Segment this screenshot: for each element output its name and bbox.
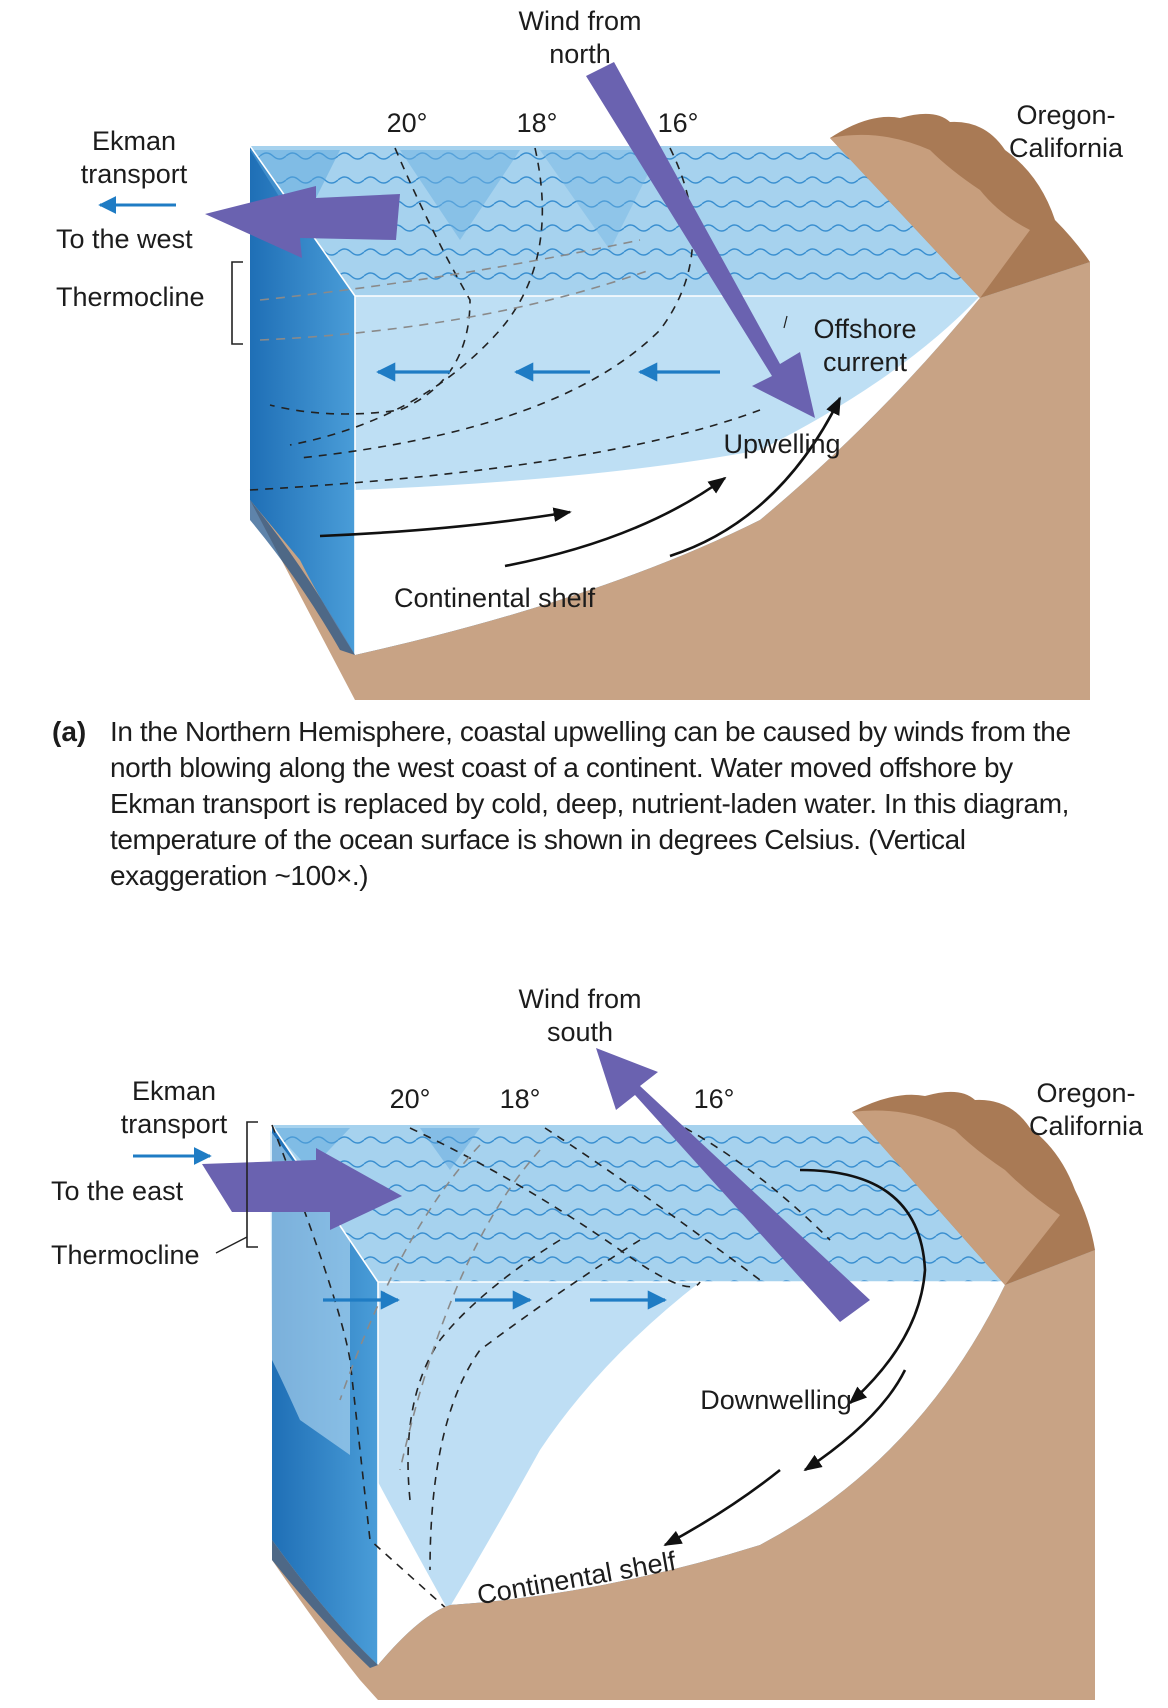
downwelling-arrows — [663, 1168, 927, 1547]
tick-mark — [783, 315, 788, 329]
thermocline-bracket — [246, 1121, 258, 1248]
temp-label-20: 20° — [387, 108, 428, 138]
thermocline-lines — [339, 1144, 541, 1471]
coast-label-line1: Oregon- — [1016, 100, 1115, 130]
thermocline-label: Thermocline — [56, 282, 205, 312]
upwelling-label: Upwelling — [723, 429, 840, 459]
wind-arrow-north — [586, 62, 815, 418]
ekman-arrow-west — [205, 186, 400, 258]
coast-label-line1: Oregon- — [1036, 1078, 1135, 1108]
warm-patch — [540, 150, 660, 250]
thermocline-label: Thermocline — [51, 1240, 200, 1270]
offshore-label-line1: Offshore — [813, 314, 916, 344]
coast-landform-face — [830, 134, 1030, 298]
wind-label-line1: Wind from — [518, 984, 641, 1014]
direction-label: To the west — [56, 224, 193, 254]
caption-tag: (a) — [52, 716, 87, 747]
warm-patch — [250, 150, 340, 230]
direction-label: To the east — [51, 1176, 184, 1206]
light-water-mass — [355, 296, 980, 490]
coast-label-line2: California — [1009, 133, 1124, 163]
caption-text: In the Northern Hemisphere, coastal upwe… — [110, 716, 1071, 891]
ekman-label-line1: Ekman — [132, 1076, 216, 1106]
offshore-label-line2: current — [823, 347, 908, 377]
panel-b-downwelling: Wind from south 20° 18° 16° Ekman transp… — [51, 984, 1144, 1700]
ekman-label-line1: Ekman — [92, 126, 176, 156]
downwelling-label: Downwelling — [700, 1385, 852, 1415]
temp-label-16: 16° — [658, 108, 699, 138]
warm-patch — [272, 1128, 350, 1170]
land-mass — [355, 262, 1090, 700]
temp-label-18: 18° — [517, 108, 558, 138]
coast-label-line2: California — [1029, 1111, 1144, 1141]
temp-label-18: 18° — [500, 1084, 541, 1114]
land-mass — [378, 1250, 1095, 1700]
ekman-arrow-east — [202, 1148, 402, 1230]
ocean-block-side — [250, 146, 355, 655]
warm-patch — [420, 1128, 480, 1170]
figure-caption-a: (a) In the Northern Hemisphere, coastal … — [52, 714, 1092, 894]
wind-arrow-south — [596, 1048, 870, 1322]
wind-label-line2: north — [549, 39, 611, 69]
thermocline-lines — [259, 239, 651, 341]
upwelling-arrows — [319, 396, 842, 568]
thermocline-bracket — [231, 261, 243, 345]
continental-shelf-label-a: Continental shelf — [394, 583, 596, 613]
thermocline-leader — [215, 1236, 248, 1254]
temp-label-20: 20° — [390, 1084, 431, 1114]
wind-label-line1: Wind from — [518, 6, 641, 36]
ekman-label-line2: transport — [121, 1109, 228, 1139]
dark-side-edge — [250, 500, 355, 655]
wind-label-line2: south — [547, 1017, 613, 1047]
surface-waves — [272, 1125, 1005, 1282]
light-water-mass — [378, 1282, 700, 1610]
warm-patch — [400, 150, 520, 240]
temp-label-16: 16° — [694, 1084, 735, 1114]
dark-side-edge — [272, 1540, 378, 1668]
ekman-label-line2: transport — [81, 159, 188, 189]
panel-a-upwelling: Wind from north 20° 18° 16° Ekman transp… — [56, 6, 1124, 700]
coast-landform-face — [852, 1110, 1060, 1285]
